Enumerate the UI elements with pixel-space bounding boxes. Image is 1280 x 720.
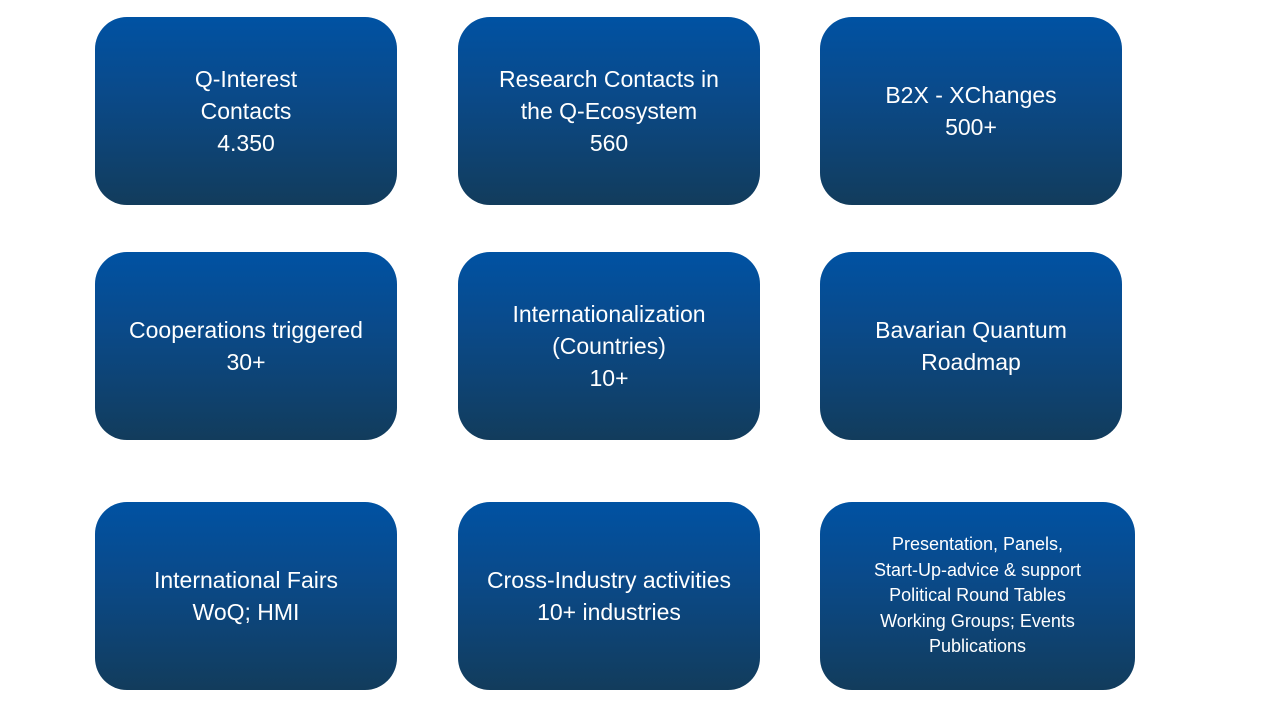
box-value: 4.350 — [217, 130, 275, 156]
box-line: Research Contacts in — [499, 66, 719, 92]
box-cooperations: Cooperations triggered 30+ — [95, 252, 397, 440]
box-line: International Fairs — [153, 567, 339, 593]
box-line: (Countries) — [552, 333, 666, 359]
box-value: 30+ — [226, 349, 266, 375]
box-cross-industry: Cross-Industry activities 10+ industries — [458, 502, 760, 690]
box-line: Contacts — [200, 98, 292, 124]
box-line: WoQ; HMI — [192, 599, 300, 625]
box-line: Roadmap — [921, 349, 1021, 375]
box-bavarian-quantum-roadmap: Bavarian Quantum Roadmap — [820, 252, 1122, 440]
box-internationalization: Internationalization (Countries) 10+ — [458, 252, 760, 440]
box-line: 10+ industries — [537, 599, 681, 625]
box-line: Internationalization — [512, 301, 706, 327]
box-line: Q-Interest — [194, 66, 298, 92]
box-line: Start-Up-advice & support — [873, 559, 1082, 580]
box-line: Cooperations triggered — [129, 317, 363, 343]
box-line: Working Groups; Events — [880, 610, 1075, 631]
box-line: Bavarian Quantum — [875, 317, 1067, 343]
box-line: Publications — [928, 636, 1027, 657]
box-q-interest-contacts: Q-Interest Contacts 4.350 — [95, 17, 397, 205]
box-value: 500+ — [945, 114, 997, 140]
box-line: Cross-Industry activities — [486, 567, 732, 593]
box-line: Presentation, Panels, — [891, 534, 1064, 555]
box-line: the Q-Ecosystem — [520, 98, 698, 124]
box-line: B2X - XChanges — [885, 82, 1057, 108]
box-value: 560 — [589, 130, 629, 156]
box-b2x-xchanges: B2X - XChanges 500+ — [820, 17, 1122, 205]
box-activities: Presentation, Panels, Start-Up-advice & … — [820, 502, 1135, 690]
box-line: Political Round Tables — [889, 585, 1066, 606]
box-research-contacts: Research Contacts in the Q-Ecosystem 560 — [458, 17, 760, 205]
box-international-fairs: International Fairs WoQ; HMI — [95, 502, 397, 690]
box-value: 10+ — [589, 365, 629, 391]
